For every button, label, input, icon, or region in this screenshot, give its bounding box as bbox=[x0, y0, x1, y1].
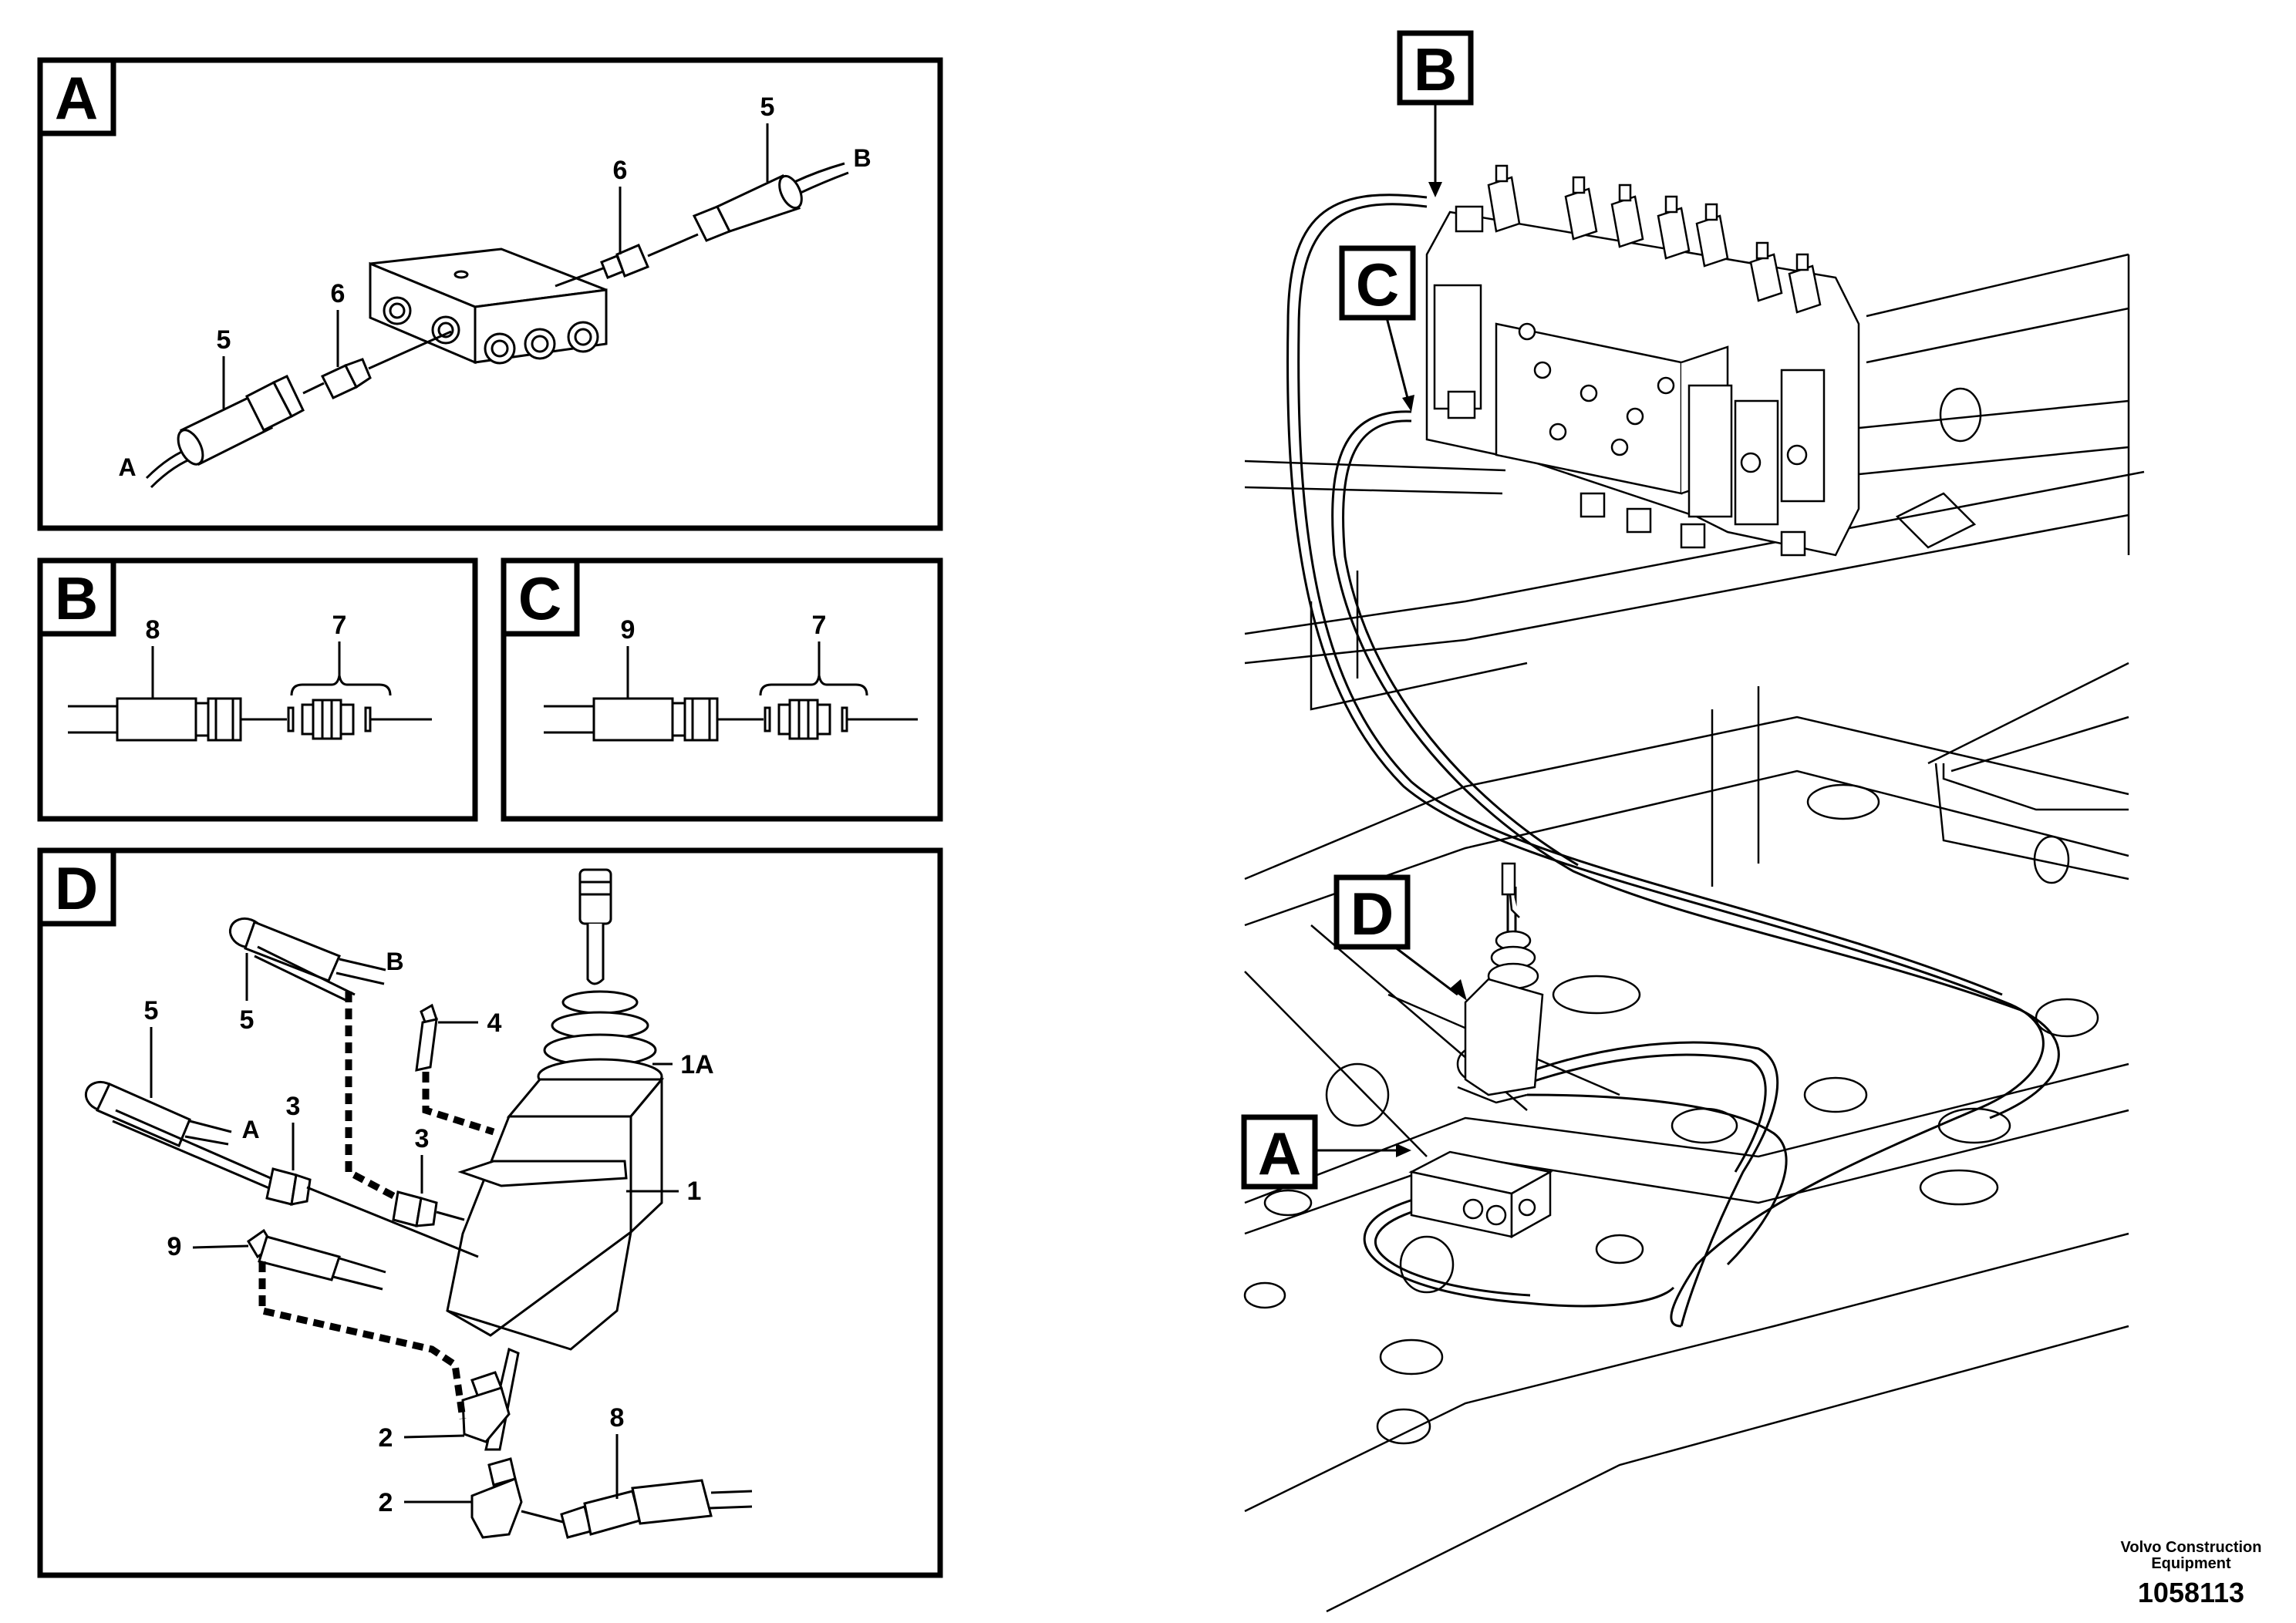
panel-c: C 9 7 bbox=[501, 557, 943, 822]
panel-d-hoses bbox=[84, 917, 753, 1539]
overview-pilot-valve bbox=[1457, 862, 1544, 1104]
panel-b-letter: B bbox=[55, 564, 98, 632]
panel-d-labels: 5 B 5 A 4 1A 3 3 1 9 2 8 2 bbox=[144, 948, 714, 1517]
label-6-right: 6 bbox=[613, 156, 628, 185]
hose-9-with-fitting-7 bbox=[544, 675, 918, 742]
panel-a-frame bbox=[37, 57, 943, 531]
label-d-end-a: A bbox=[241, 1116, 259, 1143]
label-d-2-lower: 2 bbox=[379, 1488, 393, 1517]
label-7-b: 7 bbox=[332, 611, 347, 640]
label-7-c: 7 bbox=[812, 611, 827, 640]
footer-credit: Volvo Construction Equipment 1058113 bbox=[2099, 1540, 2284, 1608]
panel-d-frame bbox=[37, 847, 943, 1578]
distribution-block bbox=[369, 247, 608, 365]
panel-a-labels: 5 6 6 5 A B bbox=[118, 93, 871, 481]
label-end-b: B bbox=[853, 144, 871, 172]
panel-c-frame bbox=[501, 557, 943, 822]
panel-c-letter: C bbox=[518, 564, 561, 632]
nipple-6-left bbox=[320, 330, 452, 399]
label-6-left: 6 bbox=[331, 279, 346, 308]
panel-a-letter: A bbox=[55, 64, 98, 132]
panel-d: D bbox=[37, 847, 943, 1578]
panel-a: A bbox=[37, 57, 943, 531]
callout-a: A bbox=[1241, 1114, 1411, 1190]
label-d-9: 9 bbox=[167, 1232, 182, 1261]
overview-hoses bbox=[1286, 194, 2060, 1328]
document-number: 1058113 bbox=[2137, 1577, 2245, 1609]
label-end-a: A bbox=[118, 453, 136, 481]
label-d-5-top: 5 bbox=[240, 1005, 255, 1035]
label-5-left: 5 bbox=[217, 325, 231, 355]
panel-a-letter-box bbox=[37, 57, 116, 136]
hose-a-left bbox=[145, 375, 325, 489]
pilot-valve bbox=[446, 868, 665, 1451]
label-8: 8 bbox=[146, 615, 160, 645]
panel-d-dashed-routes bbox=[258, 992, 495, 1419]
panel-b-frame bbox=[37, 557, 478, 822]
callout-b-letter: B bbox=[1414, 35, 1457, 103]
panel-b: B 8 7 bbox=[37, 557, 478, 822]
label-d-5-left: 5 bbox=[144, 996, 159, 1025]
label-d-3-left: 3 bbox=[286, 1092, 301, 1121]
callout-d-letter: D bbox=[1350, 880, 1394, 948]
label-d-1a: 1A bbox=[680, 1050, 713, 1079]
callout-a-letter: A bbox=[1258, 1120, 1301, 1187]
panel-b-letter-box bbox=[37, 557, 116, 637]
label-9: 9 bbox=[621, 615, 636, 645]
label-d-4: 4 bbox=[487, 1008, 502, 1038]
label-d-8: 8 bbox=[610, 1403, 625, 1433]
company-name-line2: Equipment bbox=[2151, 1555, 2231, 1573]
callout-c: C bbox=[1339, 245, 1416, 412]
hose-8-with-fitting-7 bbox=[68, 675, 432, 742]
label-d-1: 1 bbox=[687, 1177, 702, 1206]
callout-c-letter: C bbox=[1356, 251, 1399, 318]
main-control-valve bbox=[1425, 164, 1860, 557]
overview-distribution-block bbox=[1408, 1150, 1553, 1239]
label-d-2-upper: 2 bbox=[379, 1423, 393, 1453]
panel-d-letter: D bbox=[55, 854, 98, 922]
callout-d: D bbox=[1333, 874, 1467, 1001]
hose-b-right bbox=[692, 162, 849, 242]
callout-b: B bbox=[1397, 30, 1474, 197]
panel-d-letter-box bbox=[37, 847, 116, 927]
company-name-line1: Volvo Construction bbox=[2120, 1539, 2262, 1557]
label-d-3-mid: 3 bbox=[415, 1124, 430, 1153]
panel-c-letter-box bbox=[501, 557, 580, 637]
label-5-right: 5 bbox=[760, 93, 775, 122]
nipple-6-right bbox=[555, 233, 699, 288]
label-d-end-b: B bbox=[386, 948, 403, 975]
